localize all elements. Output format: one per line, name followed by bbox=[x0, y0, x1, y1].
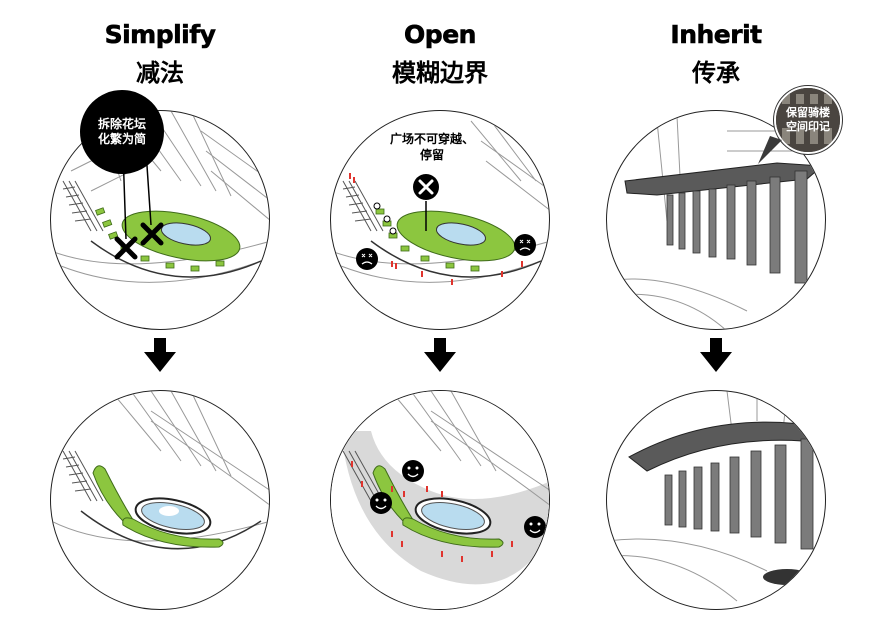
inherit-after-circle bbox=[606, 390, 826, 610]
inherit-after-sketch bbox=[607, 391, 825, 602]
open-before-sketch bbox=[331, 120, 549, 285]
title-en-open: Open bbox=[404, 20, 477, 50]
building-photo-icon bbox=[776, 88, 840, 152]
happy-face-icon bbox=[524, 516, 546, 538]
title-cn-simplify: 减法 bbox=[136, 59, 184, 87]
open-before-circle bbox=[330, 110, 550, 330]
happy-face-icon bbox=[402, 460, 424, 482]
open-after-circle bbox=[330, 390, 550, 610]
simplify-after-circle bbox=[50, 390, 270, 610]
tag-pointer bbox=[758, 136, 782, 164]
inherit-photo-tag: 保留骑楼 空间印记 bbox=[774, 86, 842, 154]
title-en-simplify: Simplify bbox=[104, 20, 216, 50]
open-callout-text: 广场不可穿越、 停留 bbox=[389, 132, 474, 162]
down-arrow-icon bbox=[700, 338, 732, 372]
simplify-callout: 拆除花坛 化繁为简 bbox=[80, 90, 164, 174]
cross-mark-icon bbox=[140, 222, 164, 246]
title-en-inherit: Inherit bbox=[670, 20, 762, 50]
cross-mark-icon bbox=[114, 236, 138, 260]
title-cn-open: 模糊边界 bbox=[392, 59, 488, 87]
happy-face-icon bbox=[370, 492, 392, 514]
simplify-callout-text: 拆除花坛 化繁为简 bbox=[97, 117, 146, 146]
x-circle-icon bbox=[413, 174, 439, 200]
down-arrow-icon bbox=[144, 338, 176, 372]
heading-simplify: Simplify 减法 bbox=[50, 20, 270, 88]
sad-face-icon bbox=[356, 248, 378, 270]
inherit-callout-text: 保留骑楼 空间印记 bbox=[786, 105, 830, 133]
title-cn-inherit: 传承 bbox=[692, 59, 740, 87]
inherit-before-sketch bbox=[607, 115, 825, 329]
simplify-after-sketch bbox=[51, 391, 269, 550]
open-after-sketch bbox=[331, 391, 549, 609]
down-arrow-icon bbox=[424, 338, 456, 372]
heading-inherit: Inherit 传承 bbox=[606, 20, 826, 88]
heading-open: Open 模糊边界 bbox=[330, 20, 550, 88]
sad-face-icon bbox=[514, 234, 536, 256]
